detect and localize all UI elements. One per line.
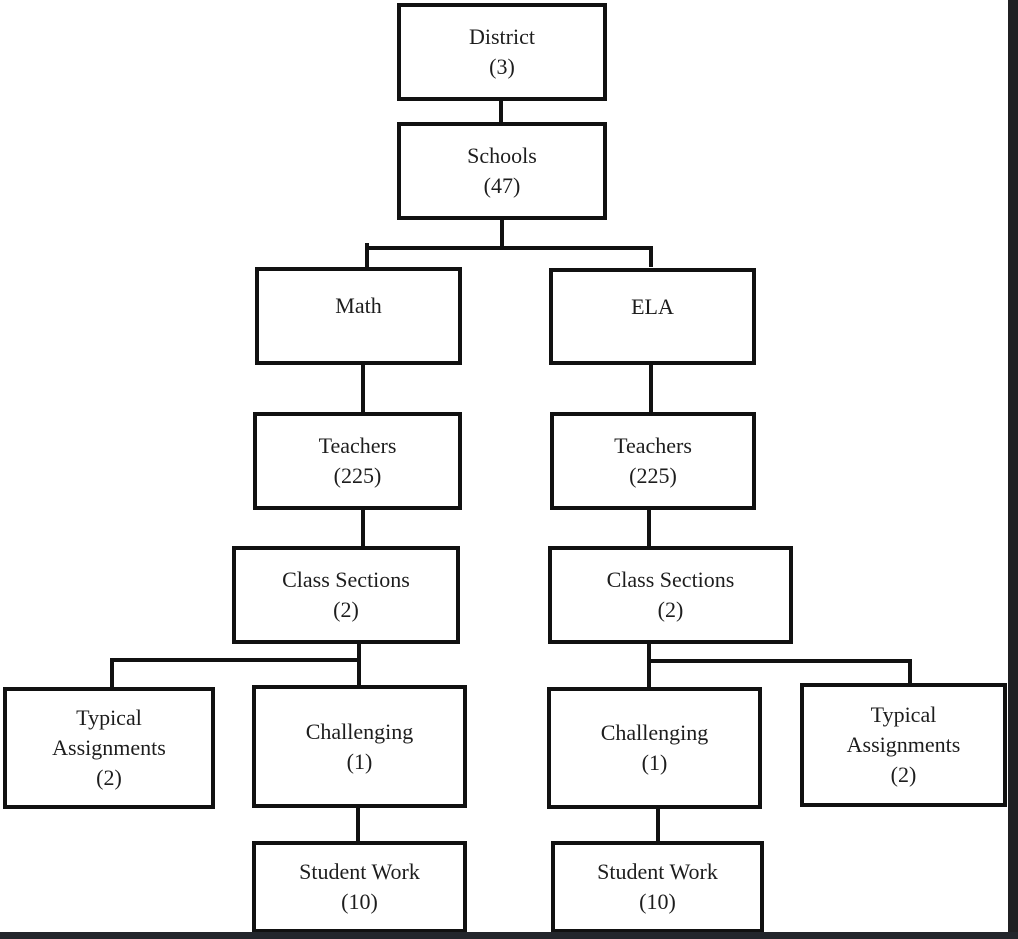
node-challenging-ela-line-0: Challenging xyxy=(600,720,709,745)
node-schools-line-0: Schools xyxy=(467,143,537,168)
connector-line xyxy=(365,243,369,267)
connector-line xyxy=(647,644,651,687)
node-student-work-ela: Student Work (10) xyxy=(551,841,764,933)
node-teachers-ela-line-0: Teachers xyxy=(614,433,692,458)
connector-line xyxy=(361,510,365,546)
node-class-sections-math-line-1: (2) xyxy=(333,597,359,622)
node-class-sections-ela-line-0: Class Sections xyxy=(606,567,735,592)
node-challenging-ela: Challenging (1) xyxy=(547,687,762,809)
node-class-sections-ela-line-1: (2) xyxy=(657,597,684,622)
node-schools: Schools (47) xyxy=(397,122,607,220)
connector-line xyxy=(361,365,365,412)
connector-line xyxy=(656,808,660,841)
node-ela: ELA xyxy=(549,268,756,365)
connector-line xyxy=(499,100,503,122)
node-student-work-ela-line-1: (10) xyxy=(639,889,676,914)
connector-line xyxy=(649,365,653,412)
node-typical-assignments-math-line-2: (2) xyxy=(96,765,122,790)
node-typical-assignments-ela-line-1: Assignments xyxy=(846,732,961,757)
node-challenging-math-line-1: (1) xyxy=(346,748,373,774)
node-student-work-ela-line-0: Student Work xyxy=(597,859,718,884)
connector-line xyxy=(500,220,504,248)
node-math: Math xyxy=(255,267,462,365)
connector-line xyxy=(357,644,361,687)
node-challenging-math-line-0: Challenging xyxy=(305,718,414,744)
node-typical-assignments-math-line-1: Assignments xyxy=(52,735,166,760)
connector-line xyxy=(908,659,912,683)
connector-line xyxy=(647,510,651,546)
node-student-work-math: Student Work (10) xyxy=(252,841,467,933)
node-schools-line-1: (47) xyxy=(483,173,521,198)
connector-line xyxy=(110,658,114,687)
node-teachers-math-line-0: Teachers xyxy=(318,433,397,458)
node-teachers-ela-line-1: (225) xyxy=(629,463,677,488)
right-edge-bar xyxy=(1008,0,1018,939)
node-teachers-math: Teachers (225) xyxy=(253,412,462,510)
connector-line xyxy=(110,658,361,662)
node-math-line-0: Math xyxy=(335,293,382,318)
connector-line xyxy=(356,808,360,841)
node-typical-assignments-math-line-0: Typical xyxy=(76,705,142,730)
node-typical-assignments-ela-line-2: (2) xyxy=(890,762,917,787)
node-challenging-ela-line-1: (1) xyxy=(641,750,668,775)
node-student-work-math-line-0: Student Work xyxy=(299,859,420,884)
connector-line xyxy=(649,246,653,267)
node-teachers-ela: Teachers (225) xyxy=(550,412,756,510)
node-challenging-math: Challenging (1) xyxy=(252,685,467,808)
connector-line xyxy=(365,246,653,250)
node-district: District (3) xyxy=(397,3,607,101)
node-teachers-math-line-1: (225) xyxy=(333,463,382,488)
node-class-sections-math-line-0: Class Sections xyxy=(282,567,410,592)
node-typical-assignments-ela-line-0: Typical xyxy=(870,702,937,727)
node-student-work-math-line-1: (10) xyxy=(341,889,378,914)
node-ela-line-0: ELA xyxy=(631,294,674,319)
node-district-line-0: District xyxy=(469,24,535,49)
node-class-sections-math: Class Sections (2) xyxy=(232,546,460,644)
node-class-sections-ela: Class Sections (2) xyxy=(548,546,793,644)
bottom-edge-bar xyxy=(0,932,1018,939)
node-district-line-1: (3) xyxy=(489,54,515,79)
connector-line xyxy=(647,659,912,663)
